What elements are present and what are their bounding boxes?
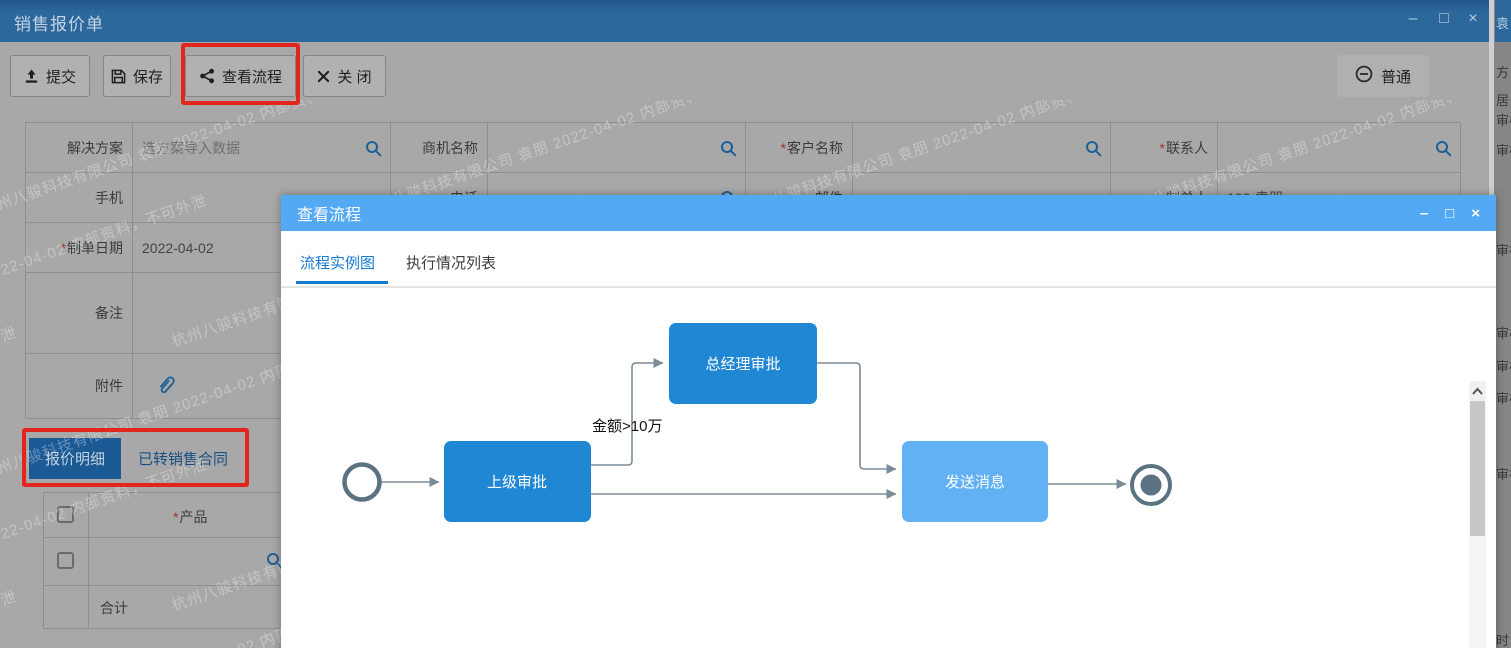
save-label: 保存: [132, 68, 163, 86]
modal-title: 查看流程: [297, 207, 362, 224]
customer-label: *客户名称: [746, 123, 853, 173]
close-form-label: 关 闭: [337, 68, 372, 86]
task-gm-approval[interactable]: 总经理审批: [669, 323, 817, 404]
solution-label: 解决方案: [26, 123, 133, 173]
start-event-node: [342, 462, 382, 502]
background-text-fragment: 时: [1496, 633, 1510, 648]
view-process-button[interactable]: 查看流程: [185, 55, 296, 97]
task-label: 总经理审批: [705, 356, 780, 373]
background-text-fragment: 居: [1496, 93, 1510, 108]
search-icon[interactable]: [720, 140, 737, 160]
edge-condition-label: 金额>10万: [592, 418, 662, 435]
close-form-button[interactable]: 关 闭: [303, 55, 386, 97]
opportunity-input[interactable]: [488, 123, 746, 173]
main-titlebar: 销售报价单 – □ ×: [0, 0, 1489, 42]
end-event-node: [1130, 464, 1172, 506]
select-all-checkbox[interactable]: [57, 506, 74, 523]
background-text-fragment: 审核: [1496, 243, 1511, 258]
modal-scrollbar[interactable]: [1469, 381, 1486, 648]
search-icon[interactable]: [266, 552, 283, 574]
tab-divider: [281, 286, 1496, 287]
submit-button[interactable]: 提交: [10, 55, 90, 97]
date-label: *制单日期: [26, 223, 133, 273]
product-table: *产品 合计: [43, 492, 283, 629]
background-window-sliver: 袁方居审核审核审核审核审核审核审核时: [1494, 0, 1511, 648]
opportunity-label: 商机名称: [391, 123, 488, 173]
background-text-fragment: 审核: [1496, 143, 1511, 158]
minimize-icon[interactable]: –: [1419, 204, 1429, 222]
scroll-up-arrow[interactable]: [1469, 381, 1486, 401]
tab-execution-list[interactable]: 执行情况列表: [406, 254, 497, 272]
paperclip-icon[interactable]: [156, 374, 176, 399]
solution-input[interactable]: 选方案导入数据: [133, 123, 391, 173]
edge-gm-to-send: [817, 362, 897, 474]
background-text-fragment: 审核: [1496, 326, 1511, 341]
maximize-icon[interactable]: □: [1439, 10, 1449, 27]
background-text-fragment: 方: [1496, 65, 1510, 80]
scrollbar-thumb[interactable]: [1470, 401, 1485, 536]
customer-input[interactable]: [853, 123, 1111, 173]
background-text-fragment: 审核: [1496, 113, 1511, 128]
modal-window-controls: – □ ×: [1420, 195, 1480, 231]
upload-icon: [24, 68, 39, 84]
window-title: 销售报价单: [14, 15, 104, 34]
save-button[interactable]: 保存: [103, 55, 171, 97]
x-icon: [317, 70, 330, 83]
process-flow-diagram: 金额>10万 上级审批 总经理审批 发送消息: [342, 323, 1172, 522]
process-diagram-canvas: 金额>10万 上级审批 总经理审批 发送消息: [281, 287, 1496, 648]
tab-converted-contract[interactable]: 已转销售合同: [137, 451, 228, 468]
save-icon: [111, 69, 126, 84]
close-icon[interactable]: ×: [1471, 204, 1480, 222]
watermark-text: 杭州八骏科技有限公司 袁朋 2022-04-02 内部资料，不可外泄: [0, 324, 20, 483]
priority-label: 普通: [1380, 68, 1411, 86]
background-text-fragment: 审核: [1496, 359, 1511, 374]
total-label: 合计: [100, 600, 128, 616]
task-label: 发送消息: [945, 474, 1005, 491]
contact-input[interactable]: [1218, 123, 1461, 173]
solution-placeholder: 选方案导入数据: [142, 139, 240, 156]
tab-quote-detail[interactable]: 报价明细: [29, 438, 121, 479]
mobile-label: 手机: [26, 173, 133, 223]
watermark-text: 杭州八骏科技有限公司 袁朋 2022-04-02 内部资料，不可外泄: [0, 585, 20, 648]
background-text-fragment: 审核: [1496, 391, 1511, 406]
contact-label: *联系人: [1111, 123, 1218, 173]
view-process-label: 查看流程: [221, 68, 282, 86]
view-process-modal: 查看流程 – □ × 流程实例图 执行情况列表: [281, 195, 1496, 648]
share-icon: [199, 68, 215, 84]
task-label: 上级审批: [487, 474, 547, 491]
submit-label: 提交: [45, 68, 76, 86]
modal-titlebar[interactable]: 查看流程: [281, 195, 1496, 231]
task-send-message[interactable]: 发送消息: [902, 441, 1048, 522]
search-icon[interactable]: [1435, 140, 1452, 160]
search-icon[interactable]: [365, 140, 382, 160]
background-text-fragment: 袁: [1496, 16, 1510, 31]
task-superior-approval[interactable]: 上级审批: [444, 441, 591, 522]
minus-circle-icon: [1355, 65, 1373, 87]
close-icon[interactable]: ×: [1468, 10, 1478, 27]
search-icon[interactable]: [1085, 140, 1102, 160]
product-column-header: *产品: [173, 509, 208, 525]
background-text-fragment: 审核: [1496, 467, 1511, 482]
row-checkbox[interactable]: [57, 552, 74, 569]
maximize-icon[interactable]: □: [1445, 204, 1455, 222]
minimize-icon[interactable]: –: [1408, 10, 1418, 27]
edge-superior-to-gm: [591, 358, 664, 466]
background-window-titlebar: [1495, 0, 1511, 42]
active-tab-underline: [296, 281, 388, 284]
priority-button[interactable]: 普通: [1337, 55, 1429, 97]
watermark-text: 杭州八骏科技有限公司 袁朋 2022-04-02 内部资料，不可外泄: [0, 100, 20, 220]
tab-process-instance-diagram[interactable]: 流程实例图: [300, 254, 376, 272]
remark-label: 备注: [26, 273, 133, 354]
attachment-label: 附件: [26, 354, 133, 419]
